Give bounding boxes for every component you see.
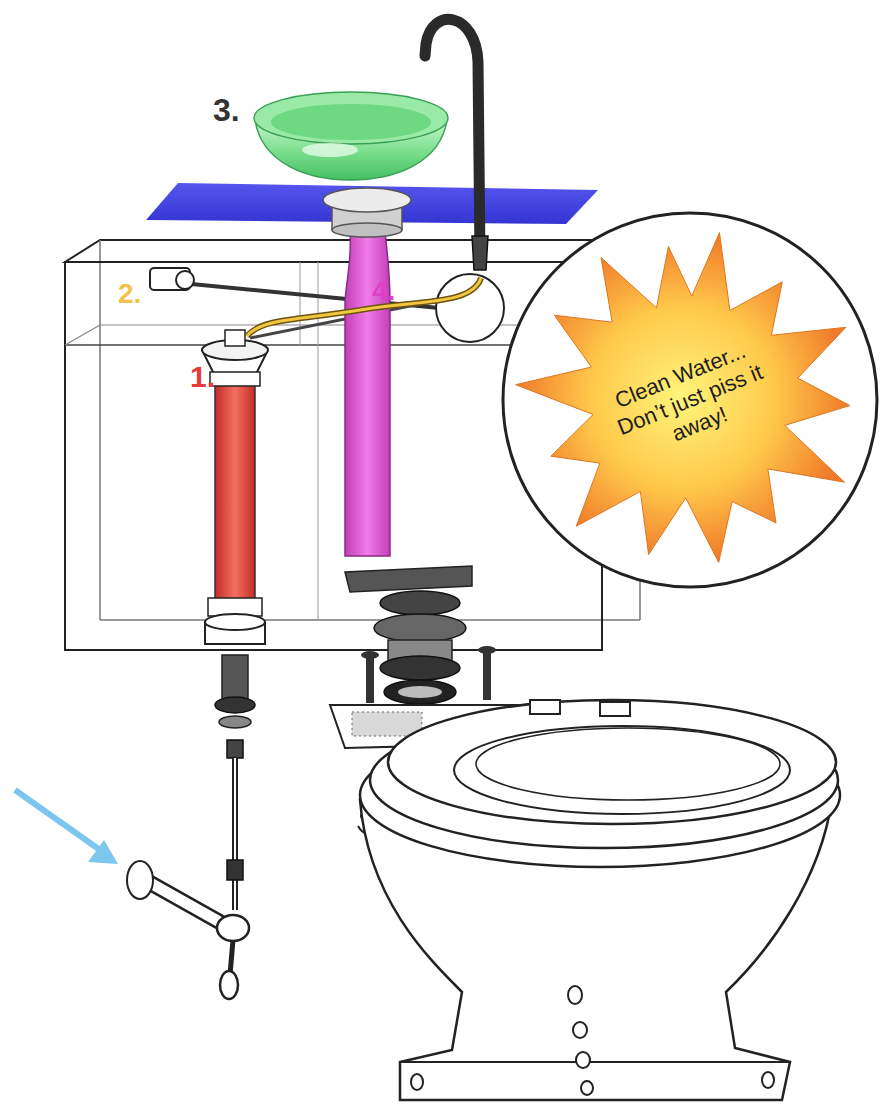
bowl-base	[400, 1061, 790, 1063]
fill-valve-tube	[215, 372, 255, 604]
wall-pipe	[145, 880, 225, 925]
supply-tube	[234, 758, 236, 910]
sink-drain	[332, 223, 402, 237]
bolt-head	[478, 646, 496, 654]
arrow-head	[88, 840, 118, 864]
shank-nut	[215, 697, 255, 713]
callout-number: 4.	[372, 275, 395, 307]
valve-base-nut	[205, 614, 265, 630]
spud-gasket	[384, 680, 456, 704]
handle-nut	[176, 271, 194, 289]
wall-pipe	[145, 880, 225, 925]
water-line	[65, 325, 100, 345]
faucet-hose	[247, 278, 481, 336]
flapper	[345, 566, 472, 592]
faucet-base	[472, 236, 488, 270]
seat-hinge	[600, 702, 630, 716]
bolt-head	[361, 651, 379, 659]
seat-opening	[454, 726, 790, 814]
washer	[219, 716, 251, 728]
drain-cap	[323, 188, 411, 212]
pointer-arrow	[15, 790, 100, 850]
valve-handle	[220, 971, 238, 999]
toilet-lid	[388, 700, 836, 824]
bolt-cap	[581, 1081, 593, 1095]
basin-highlight	[302, 143, 358, 157]
floor-bolt	[762, 1072, 774, 1088]
tank-bolt	[366, 655, 374, 703]
valve-shank	[222, 655, 248, 700]
shutoff-valve	[217, 915, 249, 941]
starburst	[516, 233, 850, 563]
faucet-hose	[247, 278, 481, 336]
tank-bolt	[483, 650, 491, 700]
callout-number: 3.	[213, 92, 240, 129]
wall-flange	[127, 861, 153, 899]
floor-bolt	[411, 1074, 423, 1090]
basin-rim	[254, 92, 448, 144]
callout-number: 1.	[190, 360, 215, 394]
coupling-nut	[227, 740, 243, 758]
spud-gasket-hole	[398, 686, 442, 698]
float-ball	[436, 274, 504, 342]
faucet-spout	[425, 19, 480, 258]
flush-valve-ring	[374, 614, 466, 642]
valve-stem	[230, 940, 233, 975]
basin-inside	[271, 104, 431, 140]
starburst-callout: Clean Water... Don’t just piss it away!	[500, 210, 880, 590]
valve-collar	[210, 372, 260, 386]
tank-inner-line	[300, 262, 301, 345]
bolt-cap	[576, 1052, 590, 1068]
fill-valve-top	[225, 330, 245, 346]
callout-number: 2.	[118, 278, 141, 310]
bolt-cap	[573, 1022, 587, 1038]
compression-nut	[227, 860, 243, 880]
flange-texture	[352, 712, 422, 736]
tank-back-edge	[100, 619, 640, 621]
trip-lever	[150, 280, 470, 311]
seat-hinge	[530, 700, 560, 714]
tank-back-edge	[99, 240, 101, 620]
flush-valve-ring	[380, 591, 460, 615]
callout-circle	[503, 213, 877, 587]
seat-opening	[476, 728, 780, 800]
spud-nut	[380, 656, 460, 680]
bolt-cap	[568, 986, 582, 1004]
supply-tube	[232, 758, 238, 910]
